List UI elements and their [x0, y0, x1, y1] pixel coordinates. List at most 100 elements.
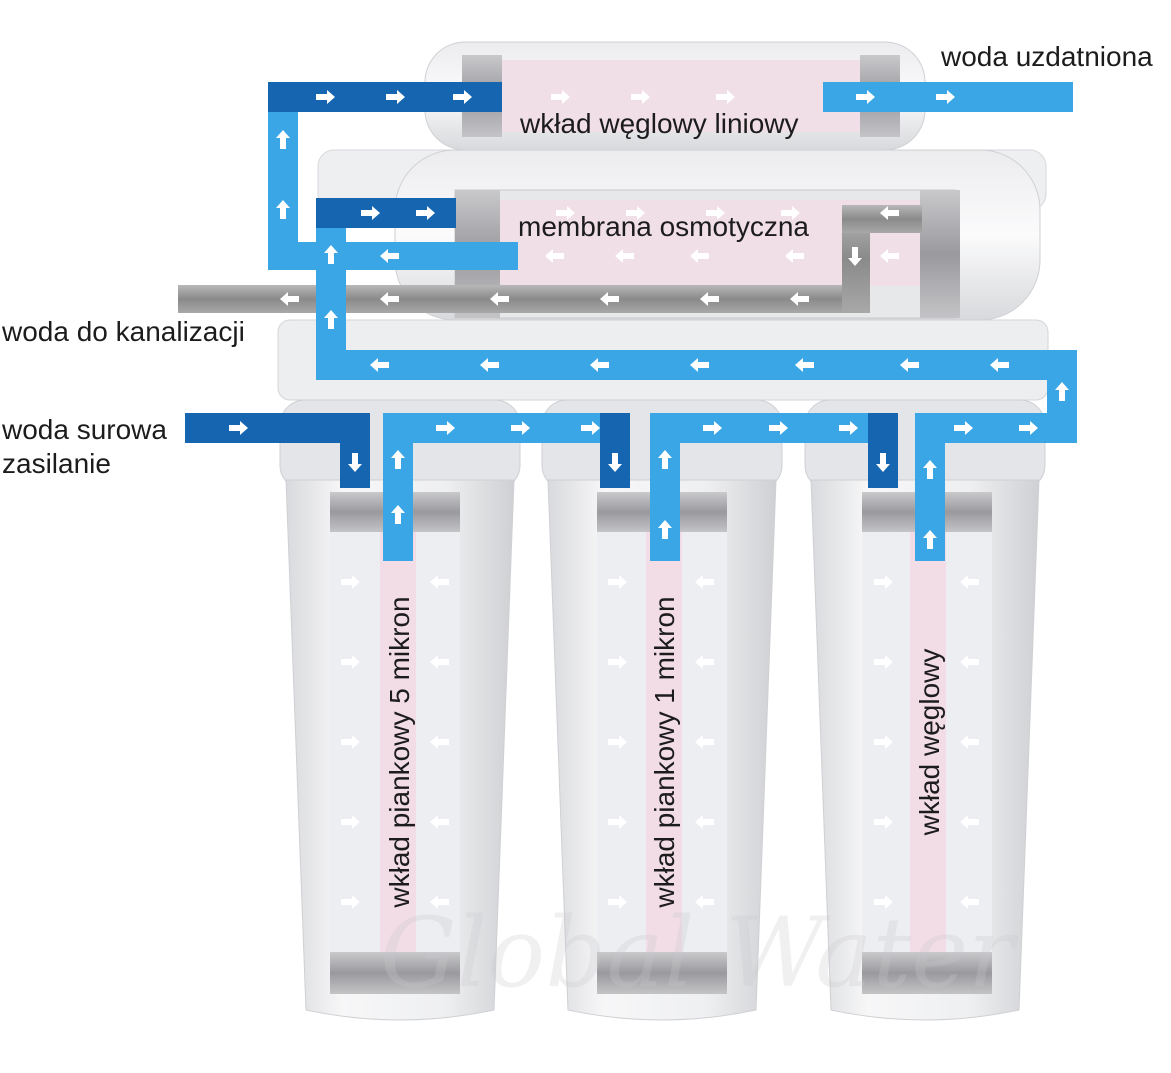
arrow-icon: [608, 575, 627, 589]
arrow-icon: [936, 90, 955, 104]
arrow-icon: [856, 90, 875, 104]
arrow-icon: [430, 575, 449, 589]
arrow-icon: [436, 421, 455, 435]
arrow-icon: [608, 815, 627, 829]
arrow-icon: [600, 292, 619, 306]
arrow-icon: [380, 249, 399, 263]
drain-water-label: woda do kanalizacji: [2, 316, 245, 347]
arrow-icon: [590, 358, 609, 372]
arrow-icon: [341, 895, 360, 909]
arrow-icon: [608, 735, 627, 749]
arrow-icon: [581, 421, 600, 435]
filter-housing-1: [279, 399, 521, 1021]
arrow-icon: [716, 90, 735, 104]
pipe-membrane-to-inline-carbon: [268, 82, 518, 270]
arrow-icon: [453, 90, 472, 104]
arrow-icon: [960, 815, 979, 829]
arrow-icon: [511, 421, 530, 435]
flow-arrows: [229, 90, 1069, 909]
arrow-icon: [690, 358, 709, 372]
arrow-icon: [839, 421, 858, 435]
arrow-icon: [960, 655, 979, 669]
arrow-icon: [1019, 421, 1038, 435]
arrow-icon: [960, 575, 979, 589]
arrow-icon: [370, 358, 389, 372]
arrow-icon: [551, 90, 570, 104]
arrow-icon: [341, 575, 360, 589]
arrow-icon: [380, 292, 399, 306]
arrow-icon: [960, 735, 979, 749]
filter2-label: wkład piankowy 1 mikron: [649, 596, 680, 908]
arrow-icon: [416, 206, 435, 220]
output-water-label: woda uzdatniona: [941, 41, 1153, 72]
arrow-icon: [430, 895, 449, 909]
arrow-icon: [608, 453, 622, 472]
arrow-icon: [880, 206, 899, 220]
arrow-icon: [703, 421, 722, 435]
supply-label: zasilanie: [2, 448, 111, 479]
arrow-icon: [658, 520, 672, 539]
arrow-icon: [874, 815, 893, 829]
arrow-icon: [608, 655, 627, 669]
arrow-icon: [960, 895, 979, 909]
arrow-icon: [795, 358, 814, 372]
inline-carbon-label: wkład węglowy liniowy: [520, 108, 799, 139]
arrow-icon: [341, 735, 360, 749]
arrow-icon: [700, 292, 719, 306]
arrow-icon: [874, 895, 893, 909]
arrow-icon: [695, 735, 714, 749]
raw-water-label: woda surowa: [2, 414, 167, 445]
arrow-icon: [900, 358, 919, 372]
arrow-icon: [874, 575, 893, 589]
arrow-icon: [391, 505, 405, 524]
arrow-icon: [608, 895, 627, 909]
arrow-icon: [923, 530, 937, 549]
arrow-icon: [276, 200, 290, 219]
arrow-icon: [695, 655, 714, 669]
arrow-icon: [695, 815, 714, 829]
arrow-icon: [430, 735, 449, 749]
arrow-icon: [874, 735, 893, 749]
arrow-icon: [229, 421, 248, 435]
arrow-icon: [386, 90, 405, 104]
filter1-label: wkład piankowy 5 mikron: [384, 596, 415, 908]
arrow-icon: [874, 655, 893, 669]
arrow-icon: [658, 450, 672, 469]
arrow-icon: [781, 206, 800, 220]
arrow-icon: [695, 895, 714, 909]
arrow-icon: [391, 450, 405, 469]
pipe-filter1-to-filter2: [383, 413, 630, 561]
arrow-icon: [626, 206, 645, 220]
arrow-icon: [615, 249, 634, 263]
arrow-icon: [545, 249, 564, 263]
arrow-icon: [324, 310, 338, 329]
arrow-icon: [316, 90, 335, 104]
arrow-icon: [769, 421, 788, 435]
arrow-icon: [954, 421, 973, 435]
arrow-icon: [348, 453, 362, 472]
arrow-icon: [490, 292, 509, 306]
arrow-icon: [706, 206, 725, 220]
arrow-icon: [880, 249, 899, 263]
arrow-icon: [361, 206, 380, 220]
arrow-icon: [480, 358, 499, 372]
arrow-icon: [556, 206, 575, 220]
filter3-label: wkład węglowy: [914, 648, 945, 836]
arrow-icon: [690, 249, 709, 263]
arrow-icon: [430, 815, 449, 829]
arrow-icon: [695, 575, 714, 589]
arrow-icon: [324, 245, 338, 264]
arrow-icon: [341, 655, 360, 669]
arrow-icon: [341, 815, 360, 829]
arrow-icon: [990, 358, 1009, 372]
arrow-icon: [631, 90, 650, 104]
watermark: Global Water: [380, 897, 1014, 1009]
arrow-icon: [790, 292, 809, 306]
arrow-icon: [276, 130, 290, 149]
arrow-icon: [848, 247, 862, 266]
arrow-icon: [785, 249, 804, 263]
arrow-icon: [1055, 382, 1069, 401]
arrow-icon: [430, 655, 449, 669]
arrow-icon: [280, 292, 299, 306]
